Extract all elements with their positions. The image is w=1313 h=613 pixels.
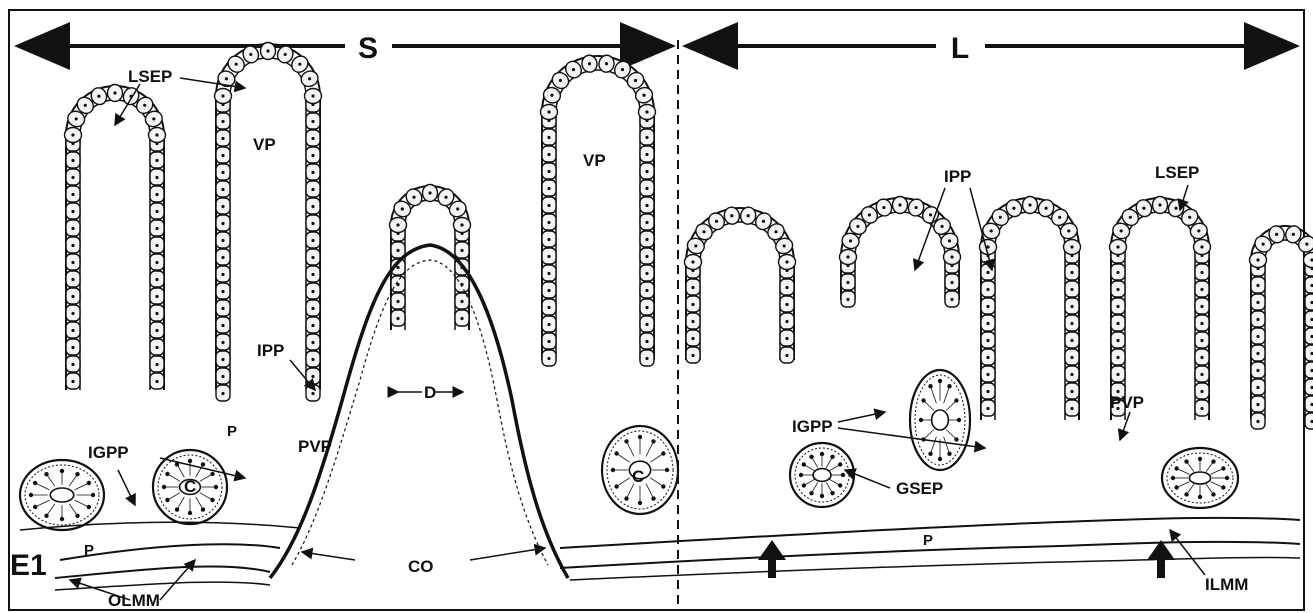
label-c-left: C [184,477,196,496]
label-pvp-right: PVP [1110,393,1144,412]
label-edge-fragment: E1 [10,549,47,582]
villus-1 [65,85,166,391]
epithelium-villi [65,43,1313,430]
label-vp-mid: VP [583,151,606,170]
muscularis-layers [20,518,1300,590]
label-vp-left: VP [253,135,276,154]
label-pvp-left: PVP [298,437,332,456]
gland-sections [20,370,1238,530]
gland-left [20,460,104,530]
label-gsep: GSEP [896,479,943,498]
label-olmm: OLMM [108,591,160,610]
region-label-short: S [358,32,378,65]
label-c-mid: C [632,467,644,486]
label-ipp-left: IPP [257,341,284,360]
label-lsep-right: LSEP [1155,163,1199,182]
pointer-lines [70,78,1205,600]
label-ipp-right: IPP [944,167,971,186]
villus-4 [685,206,796,363]
region-label-long: L [951,32,969,65]
label-p-right: P [923,532,933,549]
up-arrow-right [1147,540,1175,578]
label-igpp-left: IGPP [88,443,129,462]
label-lsep-left: LSEP [128,67,172,86]
label-p-upper: P [227,423,237,440]
gland-right [1162,448,1238,508]
gland-igpp [910,370,970,470]
label-p-lower: P [84,542,94,559]
gland-gsep [790,443,854,507]
label-igpp-right: IGPP [792,417,833,436]
label-d: D [424,383,436,402]
label-co: CO [408,557,434,576]
villus-5 [840,197,961,308]
label-ilmm: ILMM [1205,575,1248,594]
villus-7 [1110,197,1211,421]
villus-6 [980,197,1081,421]
villus-3 [541,54,656,366]
